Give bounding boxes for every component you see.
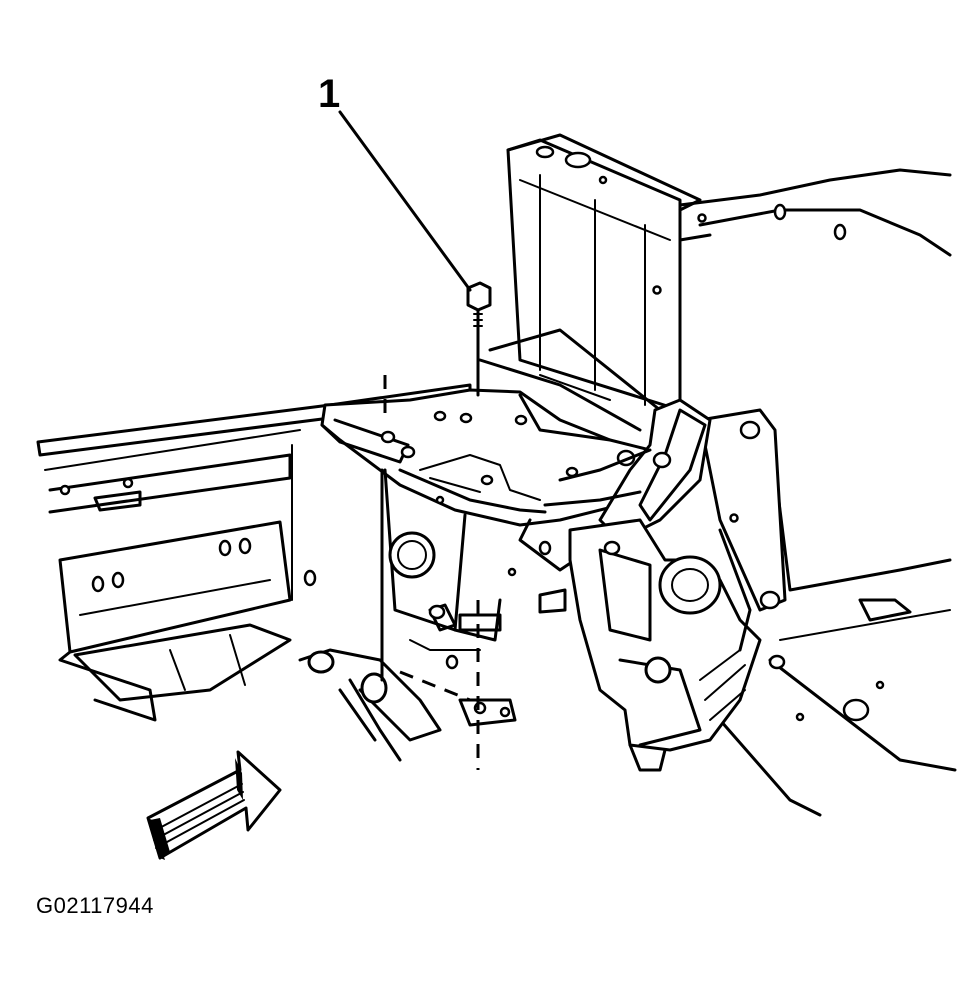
callout-label: 1 — [318, 72, 341, 116]
leader-line — [338, 110, 472, 292]
left-fender-apron — [36, 383, 472, 722]
lower-housing — [298, 468, 577, 762]
bracket-plate — [320, 328, 662, 527]
fastener-bolt — [466, 281, 492, 332]
front-direction-arrow-icon — [146, 750, 282, 860]
figure-id: G02117944 — [36, 893, 154, 918]
assembly-line-diag — [399, 670, 471, 702]
hood-latch-assembly — [543, 398, 787, 772]
radiator-support — [506, 133, 952, 412]
